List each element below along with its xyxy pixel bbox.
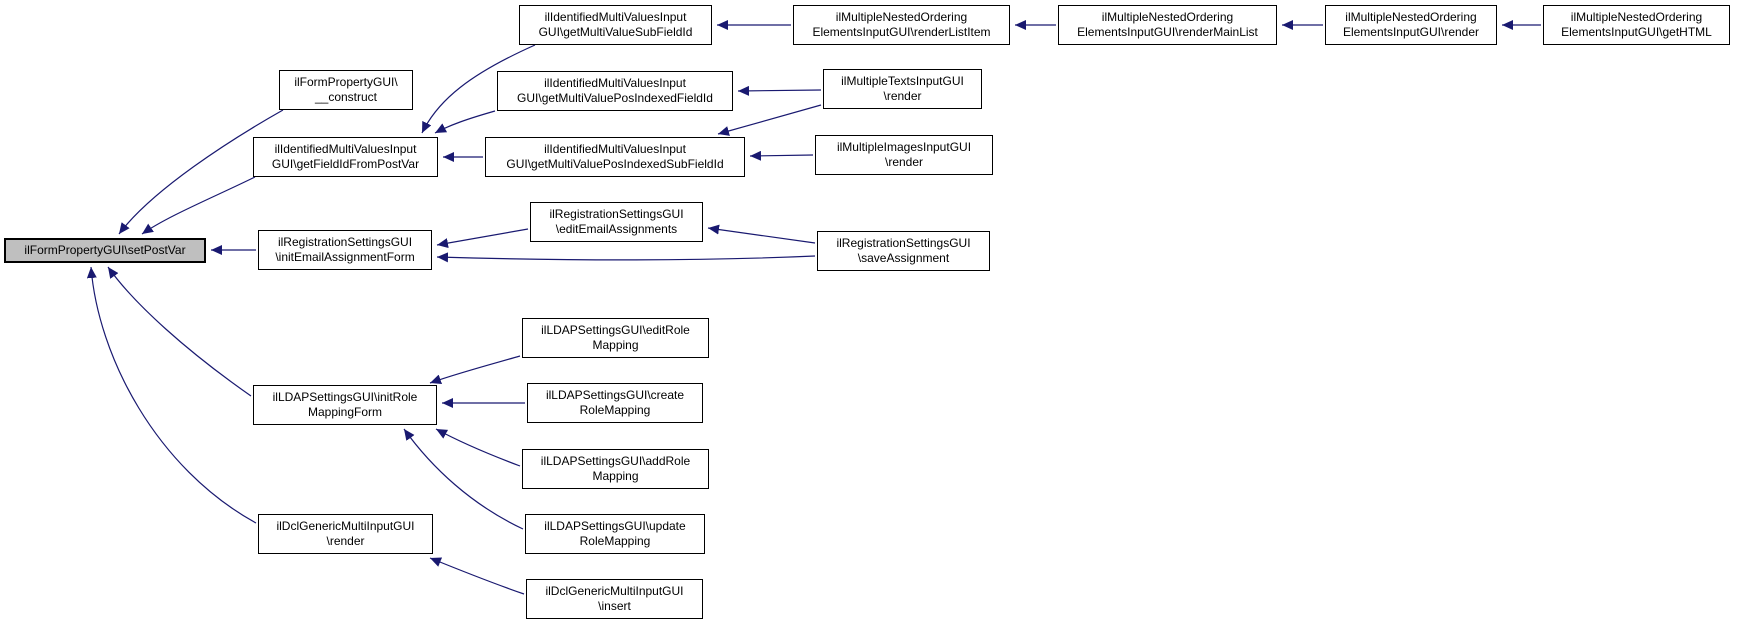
node-label-line: ilIdentifiedMultiValuesInput [544, 10, 687, 24]
node-label-line: ilLDAPSettingsGUI\addRole [540, 454, 691, 468]
node-label-line: \editEmailAssignments [555, 222, 678, 236]
edge-getFieldIdFromPostVar-to-setPostVar [141, 176, 256, 235]
node-label-line: \saveAssignment [857, 251, 950, 265]
node-initEmailAssignmentForm[interactable]: ilRegistrationSettingsGUI\initEmailAssig… [258, 230, 432, 270]
edge-textsRender-to-getMultiValuePosIndexedFieldId [737, 85, 822, 96]
node-label-line: ilLDAPSettingsGUI\update [544, 519, 686, 533]
node-label-line: GUI\getMultiValueSubFieldId [538, 25, 693, 39]
edge-dclRender-to-setPostVar [86, 266, 257, 524]
node-label-line: ilLDAPSettingsGUI\initRole [272, 390, 418, 404]
node-label-line: ilIdentifiedMultiValuesInput [274, 142, 417, 156]
node-textsRender[interactable]: ilMultipleTextsInputGUI\render [823, 69, 982, 109]
edge-updateRoleMapping-to-initRoleMappingForm [403, 428, 524, 530]
node-label-line: ilMultipleNestedOrdering [1345, 10, 1477, 24]
node-label-line: __construct [314, 90, 378, 104]
edge-saveAssignment-to-editEmailAssignments [707, 224, 816, 244]
node-label-line: ElementsInputGUI\getHTML [1561, 25, 1712, 39]
node-label-line: ilDclGenericMultiInputGUI [276, 519, 415, 533]
node-label-line: \render [883, 89, 922, 103]
node-label-line: ilLDAPSettingsGUI\create [545, 388, 685, 402]
edge-addRoleMapping-to-initRoleMappingForm [435, 428, 521, 467]
node-label-line: RoleMapping [579, 534, 651, 548]
node-imagesRender[interactable]: ilMultipleImagesInputGUI\render [815, 135, 993, 175]
node-label-line: ilMultipleTextsInputGUI [841, 74, 964, 88]
node-label-line: RoleMapping [579, 403, 651, 417]
edge-getMultiValueSubFieldId-to-getFieldIdFromPostVar [421, 44, 536, 134]
node-label-line: \initEmailAssignmentForm [275, 250, 415, 264]
node-label-line: ilMultipleImagesInputGUI [836, 140, 972, 154]
node-label-line: GUI\getMultiValuePosIndexedFieldId [517, 91, 713, 105]
edge-initRoleMappingForm-to-setPostVar [107, 266, 252, 397]
node-label-line: ilMultipleNestedOrdering [1570, 10, 1703, 24]
node-label-line: ElementsInputGUI\renderListItem [812, 25, 991, 39]
node-label-line: ilRegistrationSettingsGUI [836, 236, 971, 250]
node-label-line: \insert [598, 599, 631, 613]
node-label-line: \render [884, 155, 924, 169]
edge-construct-to-setPostVar [118, 109, 284, 235]
node-label-line: \render [326, 534, 365, 548]
node-construct[interactable]: ilFormPropertyGUI\__construct [279, 70, 413, 110]
node-dclRender[interactable]: ilDclGenericMultiInputGUI\render [258, 514, 433, 554]
edge-editEmailAssignments-to-initEmailAssignmentForm [436, 228, 529, 249]
node-label-line: ilIdentifiedMultiValuesInput [544, 76, 686, 90]
edge-imagesRender-to-getMultiValuePosIndexedSubFieldId [749, 150, 814, 161]
node-label-line: GUI\getFieldIdFromPostVar [271, 157, 420, 171]
edge-getMultiValuePosIndexedFieldId-to-getFieldIdFromPostVar [434, 110, 496, 134]
node-setPostVar: ilFormPropertyGUI\setPostVar [4, 238, 206, 263]
node-label-line: ilIdentifiedMultiValuesInput [544, 142, 686, 156]
node-editEmailAssignments[interactable]: ilRegistrationSettingsGUI\editEmailAssig… [530, 202, 703, 242]
node-saveAssignment[interactable]: ilRegistrationSettingsGUI\saveAssignment [817, 231, 990, 271]
node-label-line: ElementsInputGUI\render [1342, 25, 1480, 39]
node-label-line: ilLDAPSettingsGUI\editRole [541, 323, 690, 337]
node-label-line: MappingForm [307, 405, 383, 419]
node-label-line: ilFormPropertyGUI\setPostVar [24, 243, 186, 257]
node-label-line: ilFormPropertyGUI\ [294, 75, 398, 89]
node-label-line: ElementsInputGUI\renderMainList [1077, 25, 1258, 39]
node-label-line: GUI\getMultiValuePosIndexedSubFieldId [506, 157, 724, 171]
node-label-line: ilMultipleNestedOrdering [1101, 10, 1234, 24]
edge-editRoleMapping-to-initRoleMappingForm [429, 355, 521, 384]
node-label-line: ilDclGenericMultiInputGUI [545, 584, 684, 598]
edge-dclInsert-to-dclRender [429, 557, 525, 595]
node-label-line: ilMultipleNestedOrdering [835, 10, 968, 24]
node-dclInsert[interactable]: ilDclGenericMultiInputGUI\insert [526, 579, 703, 619]
node-label-line: Mapping [592, 469, 639, 483]
node-label-line: ilRegistrationSettingsGUI [549, 207, 684, 221]
edge-saveAssignment-to-initEmailAssignmentForm [436, 252, 816, 263]
node-label-line: Mapping [592, 338, 639, 352]
edge-textsRender-to-getMultiValuePosIndexedSubFieldId [717, 104, 822, 136]
node-label-line: ilRegistrationSettingsGUI [277, 235, 413, 249]
